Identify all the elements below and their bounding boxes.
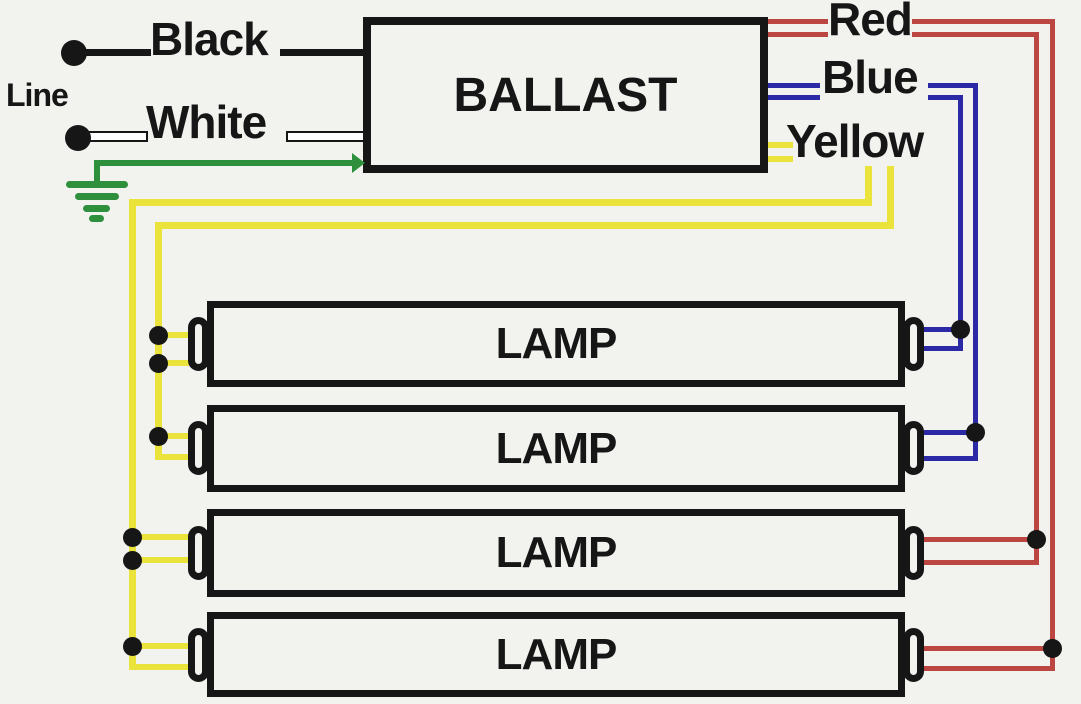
blue-wire-stub-top	[768, 83, 820, 88]
yellow-wire-label: Yellow	[786, 115, 924, 167]
red-wire-label: Red	[828, 0, 913, 45]
lamp-3-box: LAMP	[207, 509, 905, 597]
ballast-label: BALLAST	[453, 68, 678, 122]
lamp3-yellow-stub-lower	[134, 557, 190, 563]
yellow-wire-stub-bottom	[768, 156, 793, 162]
lamp4-red-stub-lower	[924, 666, 1055, 671]
lamp2-blue-stub-upper	[924, 430, 973, 435]
white-wire-segment-1	[86, 131, 148, 142]
lamp-2-left-end-cap	[188, 421, 209, 475]
lamp-1-right-end-cap	[903, 317, 924, 371]
lamp-3-label: LAMP	[495, 528, 618, 577]
lamp1-blue-stub-upper	[924, 327, 958, 332]
lamp2-yellow-junction-dot	[149, 427, 168, 446]
lamp-1-box: LAMP	[207, 301, 905, 387]
lamp1-yellow-stub-lower	[160, 360, 190, 366]
yellow-wire-right-vertical-outer	[887, 166, 894, 229]
lamp3-yellow-junction-dot-2	[123, 551, 142, 570]
white-wire-label: White	[146, 96, 267, 148]
lamp1-yellow-stub-upper	[160, 332, 190, 338]
green-wire-arrowhead	[352, 153, 365, 173]
lamp1-blue-stub-lower	[924, 346, 963, 351]
lamp-4-label: LAMP	[495, 629, 618, 679]
ground-bar-1	[66, 181, 128, 188]
lamp-2-box: LAMP	[207, 405, 905, 492]
red-wire-stub-top	[768, 19, 828, 24]
lamp4-yellow-junction-dot	[123, 637, 142, 656]
lamp-4-left-end-cap	[188, 628, 209, 682]
blue-wire-top-horizontal	[928, 83, 978, 88]
lamp3-yellow-junction-dot-1	[123, 528, 142, 547]
lamp4-red-stub-upper	[924, 646, 1050, 651]
black-wire-segment-2	[280, 49, 367, 56]
lamp-4-box: LAMP	[207, 612, 905, 697]
ground-bar-2	[75, 193, 119, 200]
green-ground-wire-horizontal	[94, 160, 352, 166]
lamp-1-label: LAMP	[495, 319, 618, 368]
lamp-2-right-end-cap	[903, 421, 924, 475]
lamp1-yellow-junction-dot-1	[149, 326, 168, 345]
lamp2-blue-stub-lower	[924, 456, 978, 461]
line-terminal-black	[61, 40, 87, 66]
black-wire-label: Black	[150, 13, 269, 65]
blue-wire-stub-bottom	[768, 95, 820, 100]
red-wire-outer-vertical	[1050, 19, 1055, 671]
yellow-wire-left-vertical-lamps34	[129, 199, 136, 670]
line-label: Line	[6, 77, 69, 113]
blue-wire-bottom-horizontal	[928, 95, 963, 100]
lamp3-red-stub-upper	[924, 537, 1034, 542]
yellow-wire-horizontal-lamps34	[129, 199, 872, 206]
lamp1-yellow-junction-dot-2	[149, 354, 168, 373]
ballast-box: BALLAST	[363, 17, 768, 173]
blue-wire-label: Blue	[822, 51, 919, 103]
blue-wire-outer-vertical	[973, 83, 978, 461]
lamp4-yellow-stub-upper	[134, 643, 190, 649]
red-wire-stub-bottom	[768, 32, 828, 37]
lamp4-red-junction-dot	[1043, 639, 1062, 658]
lamp1-blue-junction-dot	[951, 320, 970, 339]
ground-bar-3	[83, 205, 110, 212]
yellow-wire-stub-top	[768, 142, 793, 148]
yellow-wire-right-vertical-inner	[865, 166, 872, 206]
lamp-4-right-end-cap	[903, 628, 924, 682]
lamp2-yellow-stub-lower	[155, 454, 190, 460]
lamp-3-right-end-cap	[903, 526, 924, 580]
line-terminal-white	[65, 125, 91, 151]
lamp-1-left-end-cap	[188, 317, 209, 371]
green-ground-wire-vertical	[94, 160, 100, 185]
ground-bar-4	[89, 215, 104, 222]
lamp3-red-junction-dot	[1027, 530, 1046, 549]
black-wire-segment-1	[84, 49, 151, 56]
lamp2-blue-junction-dot	[966, 423, 985, 442]
yellow-wire-horizontal-lamps12	[155, 222, 894, 229]
white-wire-segment-2	[286, 131, 365, 142]
red-wire-inner-vertical	[1034, 32, 1039, 565]
lamp3-yellow-stub-upper	[134, 534, 190, 540]
lamp2-yellow-stub-upper	[160, 433, 190, 439]
lamp3-red-stub-lower	[924, 560, 1039, 565]
lamp-2-label: LAMP	[495, 423, 618, 473]
lamp-3-left-end-cap	[188, 526, 209, 580]
blue-wire-inner-vertical	[958, 95, 963, 351]
lamp4-yellow-stub-lower	[129, 664, 190, 670]
red-wire-top-horizontal	[912, 19, 1055, 24]
red-wire-bottom-horizontal	[912, 32, 1039, 37]
